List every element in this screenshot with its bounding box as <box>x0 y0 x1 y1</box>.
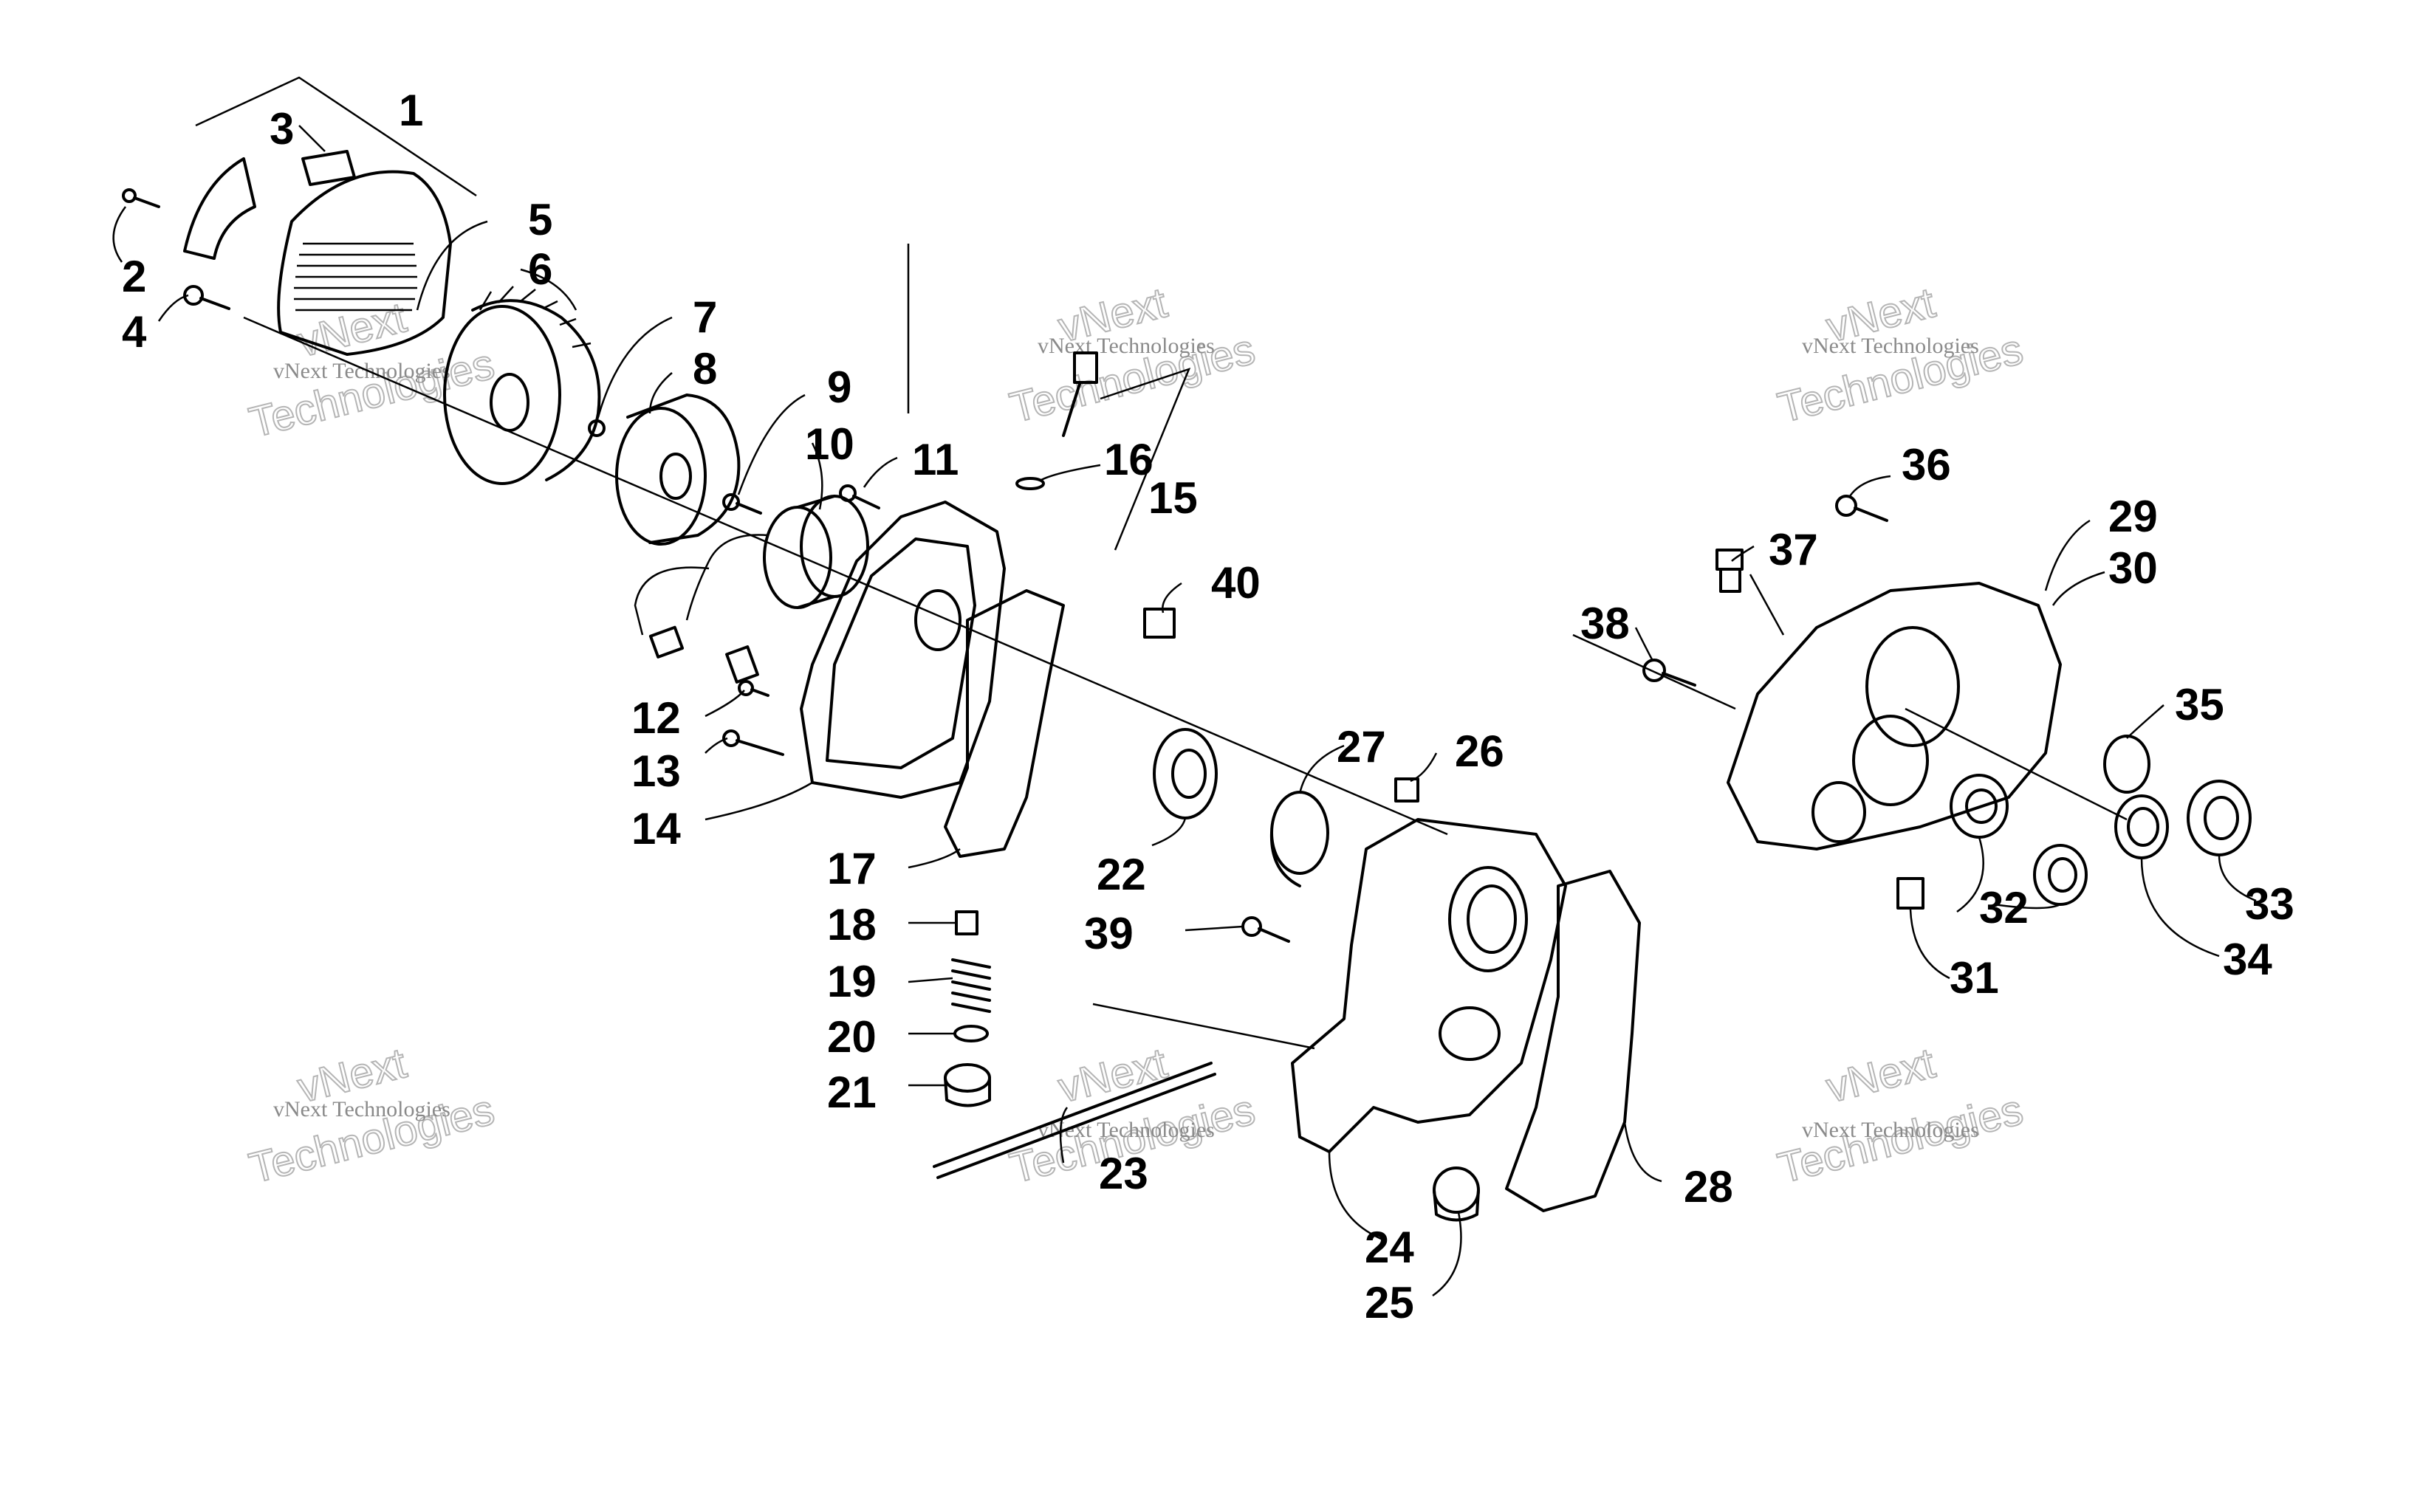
callout-16: 16 <box>1104 435 1154 484</box>
stud-23 <box>933 1062 1216 1179</box>
callout-31: 31 <box>1950 953 1999 1003</box>
watermark-small: vNext Technologies <box>273 1097 450 1121</box>
leader-lines <box>112 125 2257 1297</box>
callout-38: 38 <box>1580 599 1630 648</box>
dowel-40 <box>1143 608 1176 639</box>
flywheel <box>615 394 741 546</box>
flywheel-fan <box>443 286 601 485</box>
callout-11: 11 <box>912 435 959 484</box>
plug-21 <box>944 1063 991 1107</box>
callout-12: 12 <box>631 693 681 743</box>
callout-4: 4 <box>122 307 147 357</box>
callout-21: 21 <box>827 1068 877 1117</box>
callout-37: 37 <box>1769 525 1818 574</box>
callout-18: 18 <box>827 900 877 949</box>
label-sticker <box>301 150 356 186</box>
callout-19: 19 <box>827 957 877 1006</box>
screw-4 <box>183 285 230 310</box>
callout-5: 5 <box>528 195 552 244</box>
dowel-31 <box>1896 877 1924 910</box>
callout-29: 29 <box>2108 492 2158 541</box>
bolt-13 <box>722 729 784 756</box>
callout-28: 28 <box>1684 1162 1733 1212</box>
watermark-small: vNext Technologies <box>1802 334 1979 358</box>
callout-3: 3 <box>270 104 294 154</box>
callout-25: 25 <box>1365 1278 1414 1327</box>
stator-cover <box>800 501 1006 799</box>
callout-10: 10 <box>805 419 854 469</box>
watermark-line1: vNext <box>1822 1039 1940 1112</box>
callout-23: 23 <box>1099 1149 1148 1198</box>
callout-39: 39 <box>1084 909 1134 958</box>
callout-6: 6 <box>528 244 552 294</box>
o-ring-20 <box>953 1025 989 1042</box>
callout-22: 22 <box>1097 850 1146 899</box>
watermark-line2: Technologies <box>244 340 498 447</box>
stator <box>634 495 869 684</box>
gasket-17 <box>944 589 1065 858</box>
callout-30: 30 <box>2108 543 2158 593</box>
bolt-39 <box>1241 916 1290 943</box>
watermark-small: vNext Technologies <box>273 359 450 383</box>
callout-1: 1 <box>399 86 423 135</box>
watermark-bottom-right: vNext Technologies <box>1772 1038 2028 1193</box>
callout-17: 17 <box>827 844 877 893</box>
dipstick <box>1015 351 1191 551</box>
crankcase-left <box>1291 818 1567 1153</box>
callout-24: 24 <box>1365 1223 1414 1272</box>
spring-19 <box>951 958 991 1013</box>
callout-2: 2 <box>122 252 146 301</box>
bolt-38 <box>1642 659 1696 687</box>
bolt-12 <box>738 680 769 697</box>
callout-27: 27 <box>1337 722 1386 772</box>
callout-32: 32 <box>1979 883 2029 932</box>
drain-plug-18 <box>955 910 978 935</box>
callout-14: 14 <box>631 804 681 853</box>
dowel-25 <box>1433 1166 1480 1222</box>
callout-26: 26 <box>1455 726 1504 776</box>
callout-35: 35 <box>2175 680 2224 729</box>
callout-9: 9 <box>827 362 851 412</box>
callout-33: 33 <box>2245 879 2294 929</box>
callout-7: 7 <box>693 292 717 342</box>
bearing-22 <box>1153 728 1218 819</box>
watermark-small: vNext Technologies <box>1802 1118 1979 1142</box>
key-7 <box>588 419 606 437</box>
bolt-9 <box>722 493 762 515</box>
gasket-28 <box>1505 870 1641 1212</box>
bracket-1 <box>195 76 477 197</box>
crankcase-right <box>1727 582 2062 850</box>
callout-20: 20 <box>827 1012 877 1062</box>
bolt-11 <box>839 484 880 509</box>
fan-shroud <box>183 157 452 356</box>
callout-34: 34 <box>2223 935 2272 984</box>
plug-37 <box>1715 549 1744 593</box>
plug-37-leader <box>1749 574 1785 636</box>
screw-2 <box>122 188 160 208</box>
seal-34 <box>2114 794 2169 859</box>
bolt-36 <box>1835 495 1888 522</box>
seal-27 <box>1269 791 1329 887</box>
watermark-line1: vNext <box>293 293 411 366</box>
callout-8: 8 <box>693 344 717 394</box>
callout-40: 40 <box>1211 558 1261 608</box>
callout-36: 36 <box>1902 440 1951 489</box>
callout-15: 15 <box>1148 473 1198 523</box>
dowel-26 <box>1394 777 1419 803</box>
watermark-small: vNext Technologies <box>1038 334 1215 358</box>
callout-13: 13 <box>631 746 681 796</box>
bearing-33 <box>2187 780 2252 856</box>
bearing-32b <box>2033 844 2088 906</box>
bearing-35 <box>2103 735 2150 794</box>
callout-numbers: 1 2 3 4 5 6 7 8 9 10 11 12 13 14 15 16 1… <box>122 86 2294 1327</box>
